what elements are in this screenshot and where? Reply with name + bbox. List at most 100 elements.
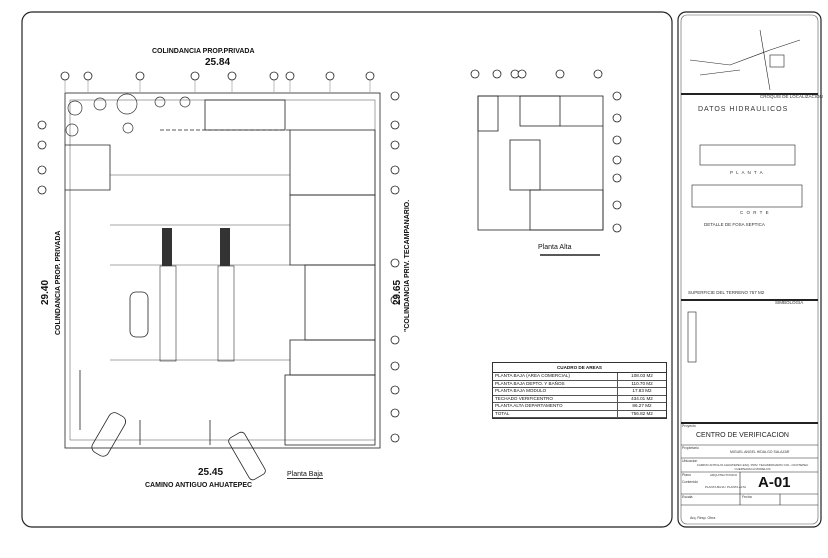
location-sketch-label: CROQUIS DE LOCALIZACION: [760, 94, 823, 99]
grid-axis-bubble: [60, 71, 70, 81]
owner: MIGUEL ANGEL HIDALGO SALAZAR: [730, 450, 790, 454]
grid-axis-bubble: [37, 185, 47, 195]
grid-axes: [37, 69, 622, 443]
upper-floor-plan: [477, 95, 604, 256]
grid-axis-bubble: [593, 69, 603, 79]
areas-table: CUADRO DE AREAS PLANTA BAJA (AREA COMERC…: [492, 362, 667, 419]
contents-label: Contenido: [682, 480, 698, 484]
area-label: PLANTA BAJA DEPTO. Y BAÑOS: [493, 380, 618, 387]
areas-table-row: PLANTA BAJA (AREA COMERCIAL) 108.03 M2: [493, 373, 666, 381]
title-block-border: [677, 11, 822, 528]
area-value: 756.82 M2: [631, 410, 653, 416]
grid-axis-bubble: [390, 120, 400, 130]
area-value: 86.27 M2: [632, 403, 652, 408]
areas-table-row: PLANTA ALTA DEPARTAMENTO 86.27 M2: [493, 403, 666, 411]
hydraulic-title: DATOS HIDRAULICOS: [698, 106, 789, 113]
grid-axis-bubble: [390, 295, 400, 305]
ground-floor-plan: [64, 92, 381, 449]
sheet-border: [21, 11, 673, 528]
land-area: SUPERFICIE DEL TERRENO 757 M2: [688, 290, 765, 295]
grid-axis-bubble: [612, 173, 622, 183]
upper-floor-title: Planta Alta: [538, 244, 572, 251]
grid-axis-bubble: [135, 71, 145, 81]
grid-axis-bubble: [555, 69, 565, 79]
areas-table-row: PLANTA BAJA DEPTO. Y BAÑOS 110.70 M2: [493, 380, 666, 388]
footer-label: Arq. Resp. Obra: [690, 516, 716, 520]
car-icon: [129, 291, 149, 338]
owner-label: Propietario: [682, 446, 699, 450]
grid-axis-bubble: [517, 69, 527, 79]
service-pits: [159, 228, 235, 362]
right-dimension: 29.65: [392, 279, 403, 305]
grid-axis-bubble: [37, 165, 47, 175]
scale-label: Escala: [682, 495, 693, 499]
grid-axis-bubble: [390, 185, 400, 195]
septic-section-label: C O R T E: [740, 210, 770, 215]
sheet-number: A-01: [758, 474, 791, 491]
grid-axis-bubble: [492, 69, 502, 79]
grid-axis-bubble: [83, 71, 93, 81]
plano: ARQUITECTONICO: [710, 473, 738, 477]
grid-axis-bubble: [37, 120, 47, 130]
grid-axis-bubble: [190, 71, 200, 81]
grid-axis-bubble: [612, 113, 622, 123]
top-dimension: 25.84: [205, 57, 231, 68]
truck-icon: [228, 431, 266, 481]
grid-axis-bubble: [612, 135, 622, 145]
area-value: 108.03 M2: [631, 373, 653, 378]
address: CAMINO ANTIGUO AHUATEPEC ESQ. PRIV. TECA…: [696, 463, 809, 471]
bottom-dimension: 25.45: [198, 467, 224, 478]
grid-axis-bubble: [390, 433, 400, 443]
grid-axis-bubble: [612, 91, 622, 101]
top-boundary-label: COLINDANCIA PROP.PRIVADA: [152, 48, 255, 55]
contents: PLANTA BAJA / PLANTA ALTA: [705, 485, 746, 489]
grid-axis-bubble: [390, 91, 400, 101]
areas-table-row: TOTAL 756.82 M2: [493, 410, 666, 418]
area-label: PLANTA ALTA DEPARTAMENTO: [493, 403, 618, 410]
area-label: PLANTA BAJA (AREA COMERCIAL): [493, 373, 618, 380]
area-label: TECHADO VERIFICENTRO: [493, 395, 618, 402]
area-value: 17.83 M2: [632, 388, 652, 393]
grid-axis-bubble: [390, 361, 400, 371]
grid-axis-bubble: [390, 165, 400, 175]
grid-axis-bubble: [390, 140, 400, 150]
area-value: 110.70 M2: [631, 380, 653, 386]
grid-axis-bubble: [390, 258, 400, 268]
grid-axis-bubble: [269, 71, 279, 81]
grid-axis-bubble: [612, 155, 622, 165]
right-boundary-label: "COLINDANCIA PRIV. TECAMPANARIO.: [404, 199, 411, 332]
car-icon: [91, 412, 126, 457]
area-label: TOTAL: [493, 410, 618, 417]
area-value: 434.01 M2: [631, 395, 653, 401]
vehicles: [91, 291, 266, 481]
grid-axis-bubble: [390, 335, 400, 345]
address-label: Ubicacion: [682, 459, 698, 463]
title-block-lines: [681, 29, 818, 506]
septic-plan-label: P L A N T A: [730, 170, 764, 175]
grid-axis-bubble: [37, 140, 47, 150]
date-label: Fecha: [742, 495, 752, 499]
grid-axis-bubble: [612, 223, 622, 233]
grid-axis-bubble: [470, 69, 480, 79]
areas-table-title: CUADRO DE AREAS: [493, 363, 666, 373]
grid-axis-bubble: [612, 200, 622, 210]
grid-axis-bubble: [285, 71, 295, 81]
project-name: CENTRO DE VERIFICACION: [696, 432, 789, 439]
symbology-label: SIMBOLOGIA: [775, 300, 804, 305]
ground-floor-title: Planta Baja: [287, 471, 323, 479]
septic-detail-label: DETALLE DE FOSA SEPTICA: [704, 222, 765, 227]
left-boundary-label: COLINDANCIA PROP. PRIVADA: [55, 230, 62, 336]
grid-axis-bubble: [325, 71, 335, 81]
bottom-boundary-label: CAMINO ANTIGUO AHUATEPEC: [145, 482, 253, 489]
left-dimension: 29.40: [40, 279, 51, 305]
project-label: Proyecto: [682, 424, 696, 428]
grid-axis-bubble: [390, 385, 400, 395]
grid-axis-bubble: [365, 71, 375, 81]
areas-table-row: TECHADO VERIFICENTRO 434.01 M2: [493, 395, 666, 403]
trees: [65, 93, 191, 137]
grid-axis-bubble: [227, 71, 237, 81]
plano-label: Plano: [682, 473, 691, 477]
grid-axis-bubble: [390, 408, 400, 418]
